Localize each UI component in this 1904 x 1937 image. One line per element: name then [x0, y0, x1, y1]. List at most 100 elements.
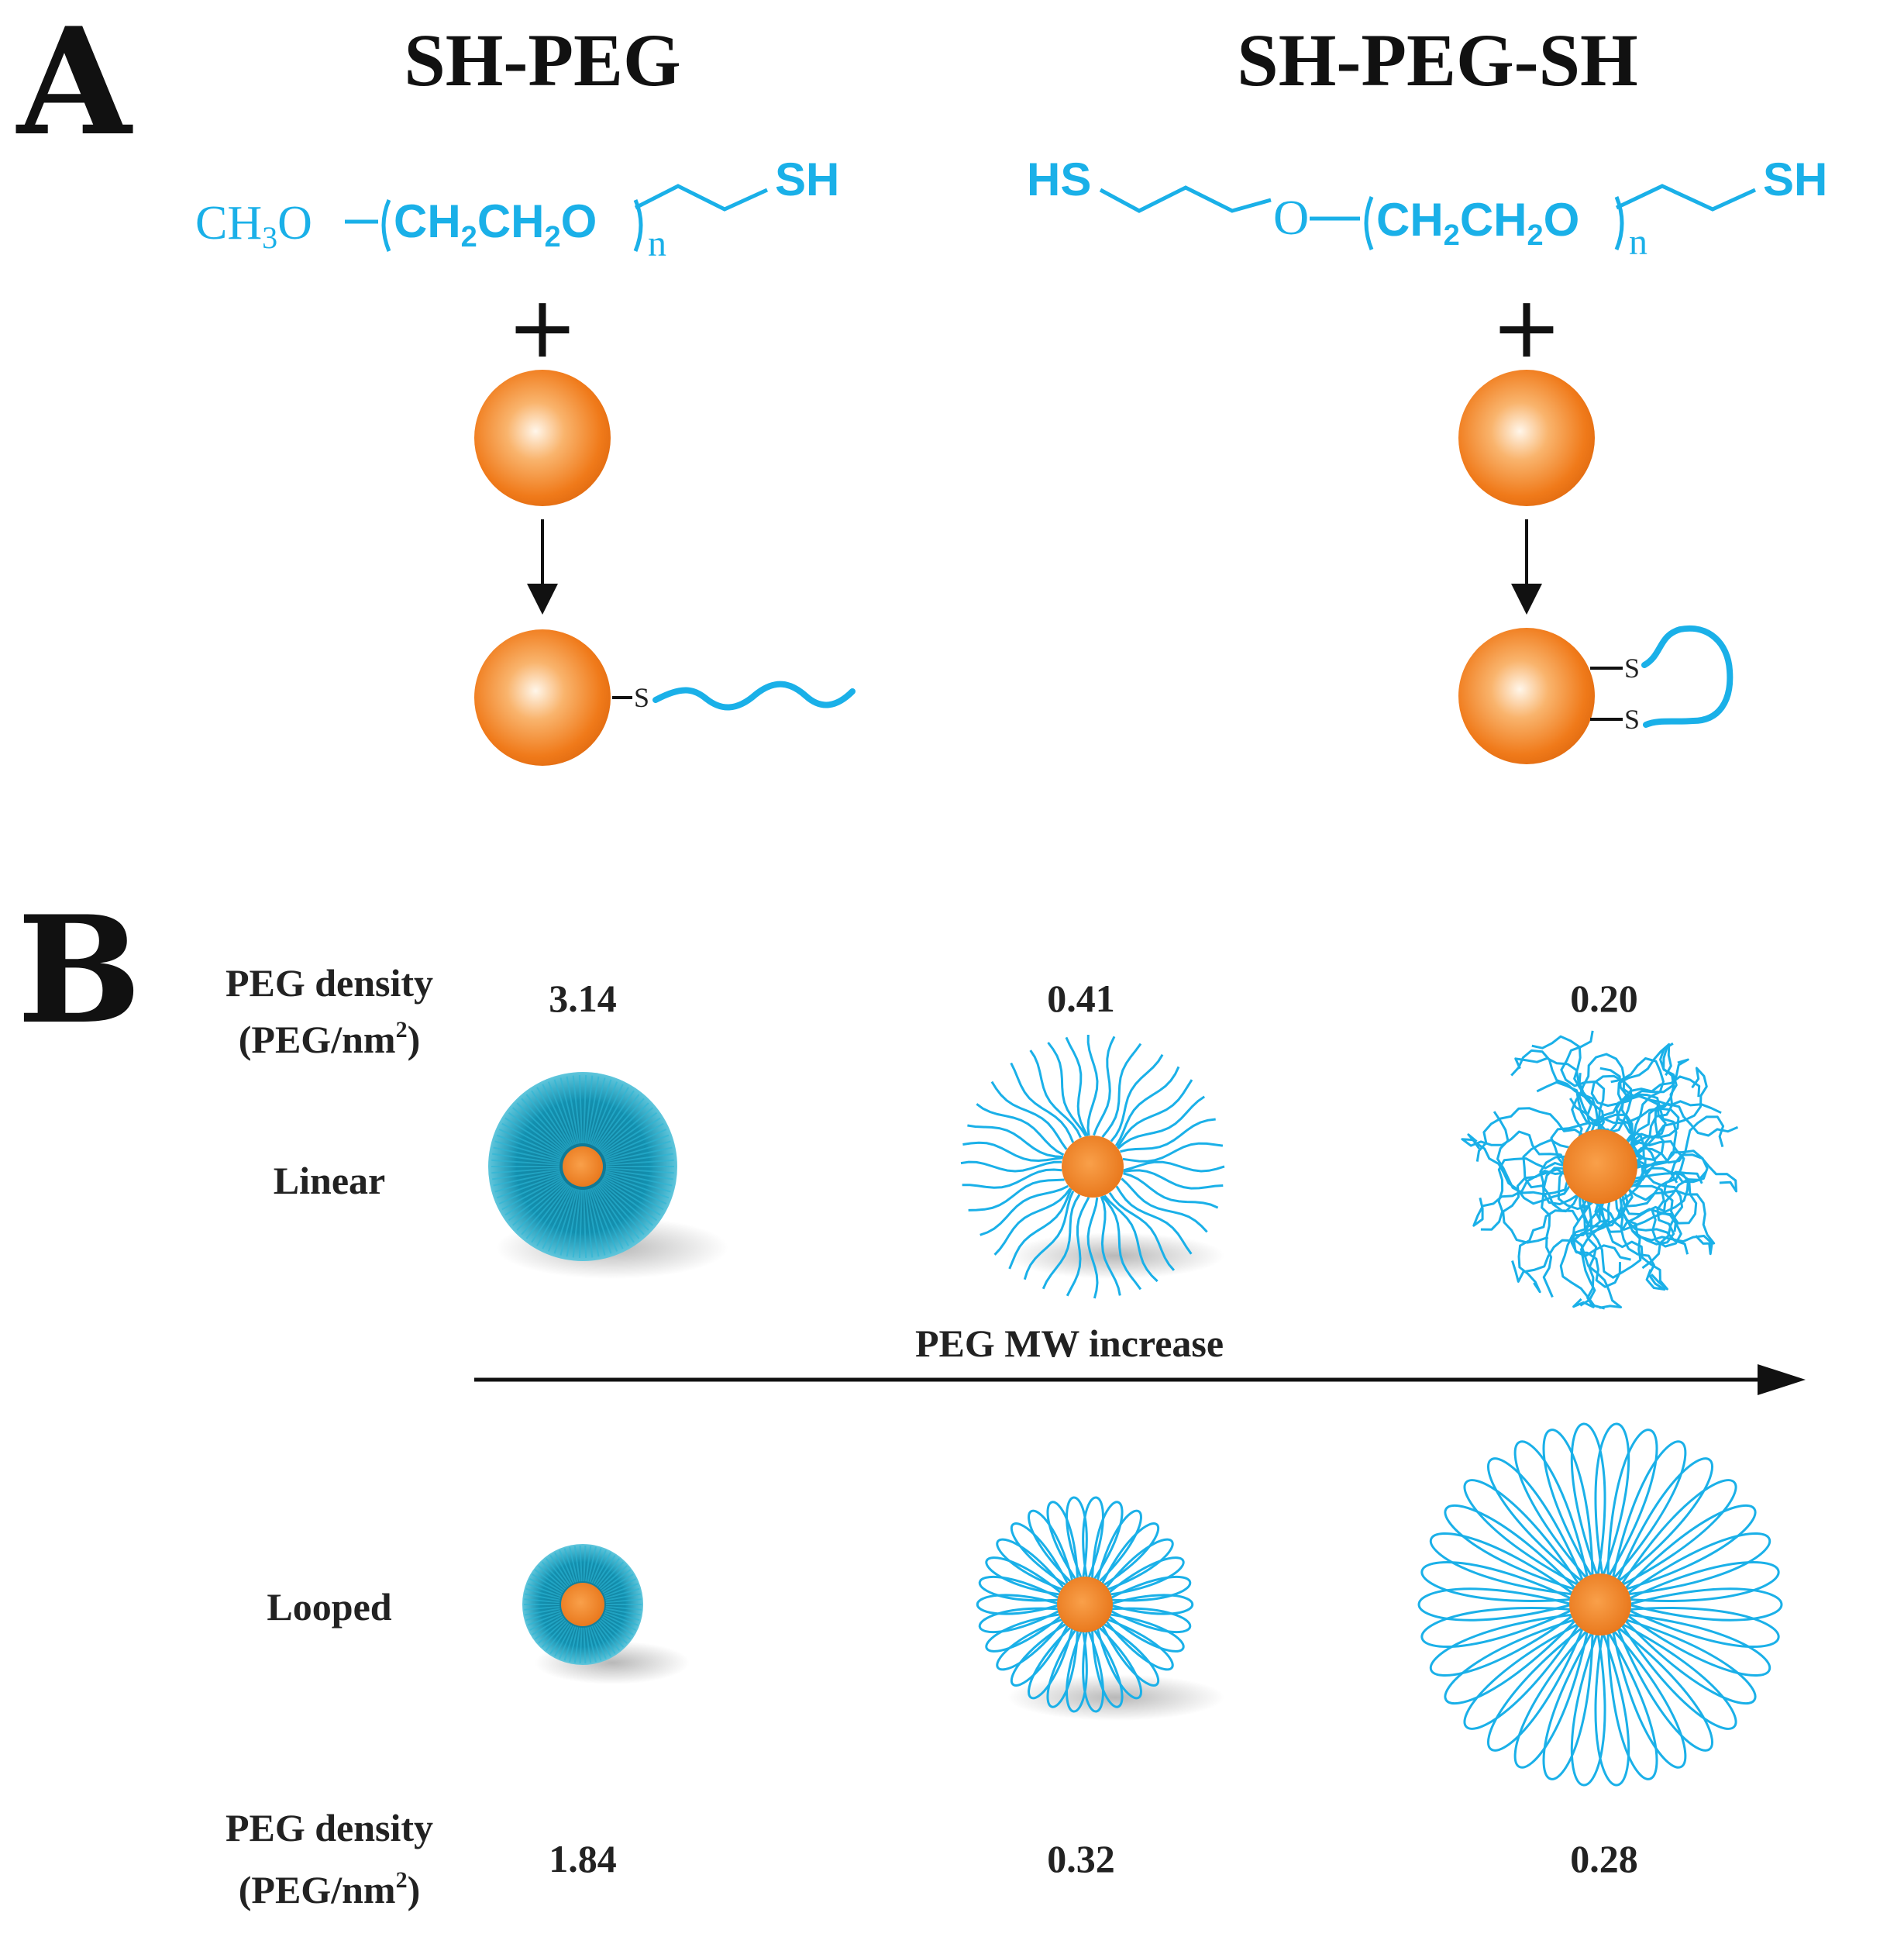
peg-coil: [1570, 1201, 1621, 1288]
peg-strand: [525, 1610, 561, 1622]
peg-strand: [592, 1084, 624, 1146]
peg-loop: [1625, 1532, 1771, 1596]
peg-loop: [1513, 1629, 1589, 1769]
plus-sign-right: +: [1491, 277, 1562, 377]
peg-strand: [590, 1081, 618, 1146]
peg-strand: [583, 1627, 587, 1663]
peg-strand: [603, 1177, 664, 1211]
particle-core: [561, 1583, 604, 1626]
peg-strand: [587, 1627, 597, 1663]
peg-strand: [605, 1146, 673, 1163]
peg-loop: [1095, 1509, 1142, 1586]
peg-strand: [1122, 1142, 1224, 1163]
particle-core: [1062, 1136, 1124, 1198]
peg-coil: [1559, 1194, 1606, 1310]
peg-strand: [596, 1094, 640, 1149]
peg-strand: [572, 1189, 581, 1258]
peg-loop: [1542, 1630, 1594, 1780]
linear-peg-chain: [652, 681, 856, 711]
peg-loop: [1625, 1613, 1771, 1677]
peg-strand: [598, 1561, 625, 1589]
peg-strand: [601, 1117, 661, 1155]
peg-strand: [516, 1102, 567, 1151]
peg-strand: [542, 1084, 573, 1146]
peg-strand: [602, 1573, 634, 1594]
peg-strand: [1047, 1042, 1087, 1137]
sulfur-label-top: S: [1624, 653, 1640, 684]
peg-loop: [1082, 1627, 1104, 1713]
peg-strand: [573, 1627, 580, 1663]
density-label-top-line2: (PEG/nm2): [239, 1017, 420, 1061]
peg-coil: [1531, 1035, 1605, 1132]
looped-dense-particle: [522, 1544, 690, 1684]
peg-strand: [601, 1179, 658, 1222]
peg-strand: [511, 1107, 566, 1153]
shadow: [1007, 1674, 1224, 1721]
peg-coil: [1633, 1067, 1708, 1158]
peg-coil: [1511, 1201, 1606, 1283]
peg-strand: [534, 1617, 565, 1640]
peg-strand: [601, 1569, 632, 1592]
linear-peg-conjugate: S: [474, 629, 856, 766]
peg-coil: [1541, 1167, 1566, 1298]
peg-loop: [1028, 1623, 1075, 1700]
peg-coil: [1480, 1157, 1566, 1231]
peg-strand: [599, 1618, 628, 1644]
peg-strand: [547, 1187, 575, 1252]
peg-strand: [498, 1175, 563, 1205]
peg-strand: [541, 1561, 567, 1589]
peg-strand: [1114, 1066, 1180, 1146]
peg-loop: [1542, 1429, 1594, 1579]
formula-hs: HS: [1027, 153, 1091, 205]
peg-strand: [1029, 1049, 1082, 1139]
peg-strand: [603, 1578, 636, 1595]
peg-strand: [579, 1627, 583, 1663]
plus-sign-left: +: [507, 277, 578, 377]
sulfur-label-bottom: S: [1624, 704, 1640, 735]
peg-strand: [573, 1546, 580, 1582]
peg-strand: [1086, 1197, 1099, 1299]
peg-strand: [494, 1140, 561, 1161]
peg-strand: [598, 1620, 625, 1648]
peg-strand: [600, 1107, 654, 1153]
peg-strand: [566, 1076, 580, 1144]
peg-coil: [1594, 1170, 1703, 1223]
peg-strand: [1117, 1095, 1206, 1149]
peg-coil: [1634, 1158, 1684, 1270]
looped-large-flower-particle: [1417, 1422, 1783, 1787]
peg-strand: [559, 1188, 578, 1256]
peg-strand: [559, 1077, 578, 1145]
peg-loop: [1444, 1618, 1578, 1705]
peg-coil: [1610, 1057, 1665, 1145]
peg-loop: [1099, 1621, 1159, 1687]
peg-strand: [604, 1583, 639, 1598]
sh-peg-formula: CH3O CH2CH2O n SH: [195, 153, 839, 264]
particle-core: [1569, 1573, 1631, 1635]
peg-strand: [605, 1159, 674, 1166]
peg-strand: [527, 1611, 562, 1626]
peg-strand: [960, 1160, 1062, 1173]
looped-density-2: 0.32: [1047, 1837, 1115, 1880]
peg-strand: [1110, 1053, 1164, 1143]
peg-strand: [536, 1087, 572, 1147]
peg-strand: [604, 1172, 671, 1193]
peg-strand: [496, 1174, 562, 1199]
peg-loop: [1627, 1607, 1780, 1648]
peg-strand: [531, 1185, 571, 1243]
formula-close-bracket-right: [1614, 196, 1624, 250]
peg-strand: [1008, 1188, 1073, 1270]
formula-sh: SH: [775, 153, 839, 205]
peg-loop: [1011, 1522, 1071, 1588]
peg-loop: [1420, 1561, 1574, 1602]
gold-nanoparticle-left: [474, 370, 611, 506]
looped-peg-conjugate: S S: [1458, 625, 1734, 764]
peg-strand: [492, 1153, 560, 1164]
peg-strand: [603, 1175, 667, 1205]
density-label-bottom-line1: PEG density: [226, 1806, 433, 1849]
sh-peg-sh-title: SH-PEG-SH: [1237, 19, 1637, 102]
peg-strand: [547, 1081, 575, 1146]
peg-coil: [1472, 1168, 1568, 1227]
peg-strand: [599, 1565, 628, 1591]
peg-strand: [603, 1614, 636, 1631]
formula-repeat-unit-right: CH2CH2O: [1376, 194, 1579, 252]
